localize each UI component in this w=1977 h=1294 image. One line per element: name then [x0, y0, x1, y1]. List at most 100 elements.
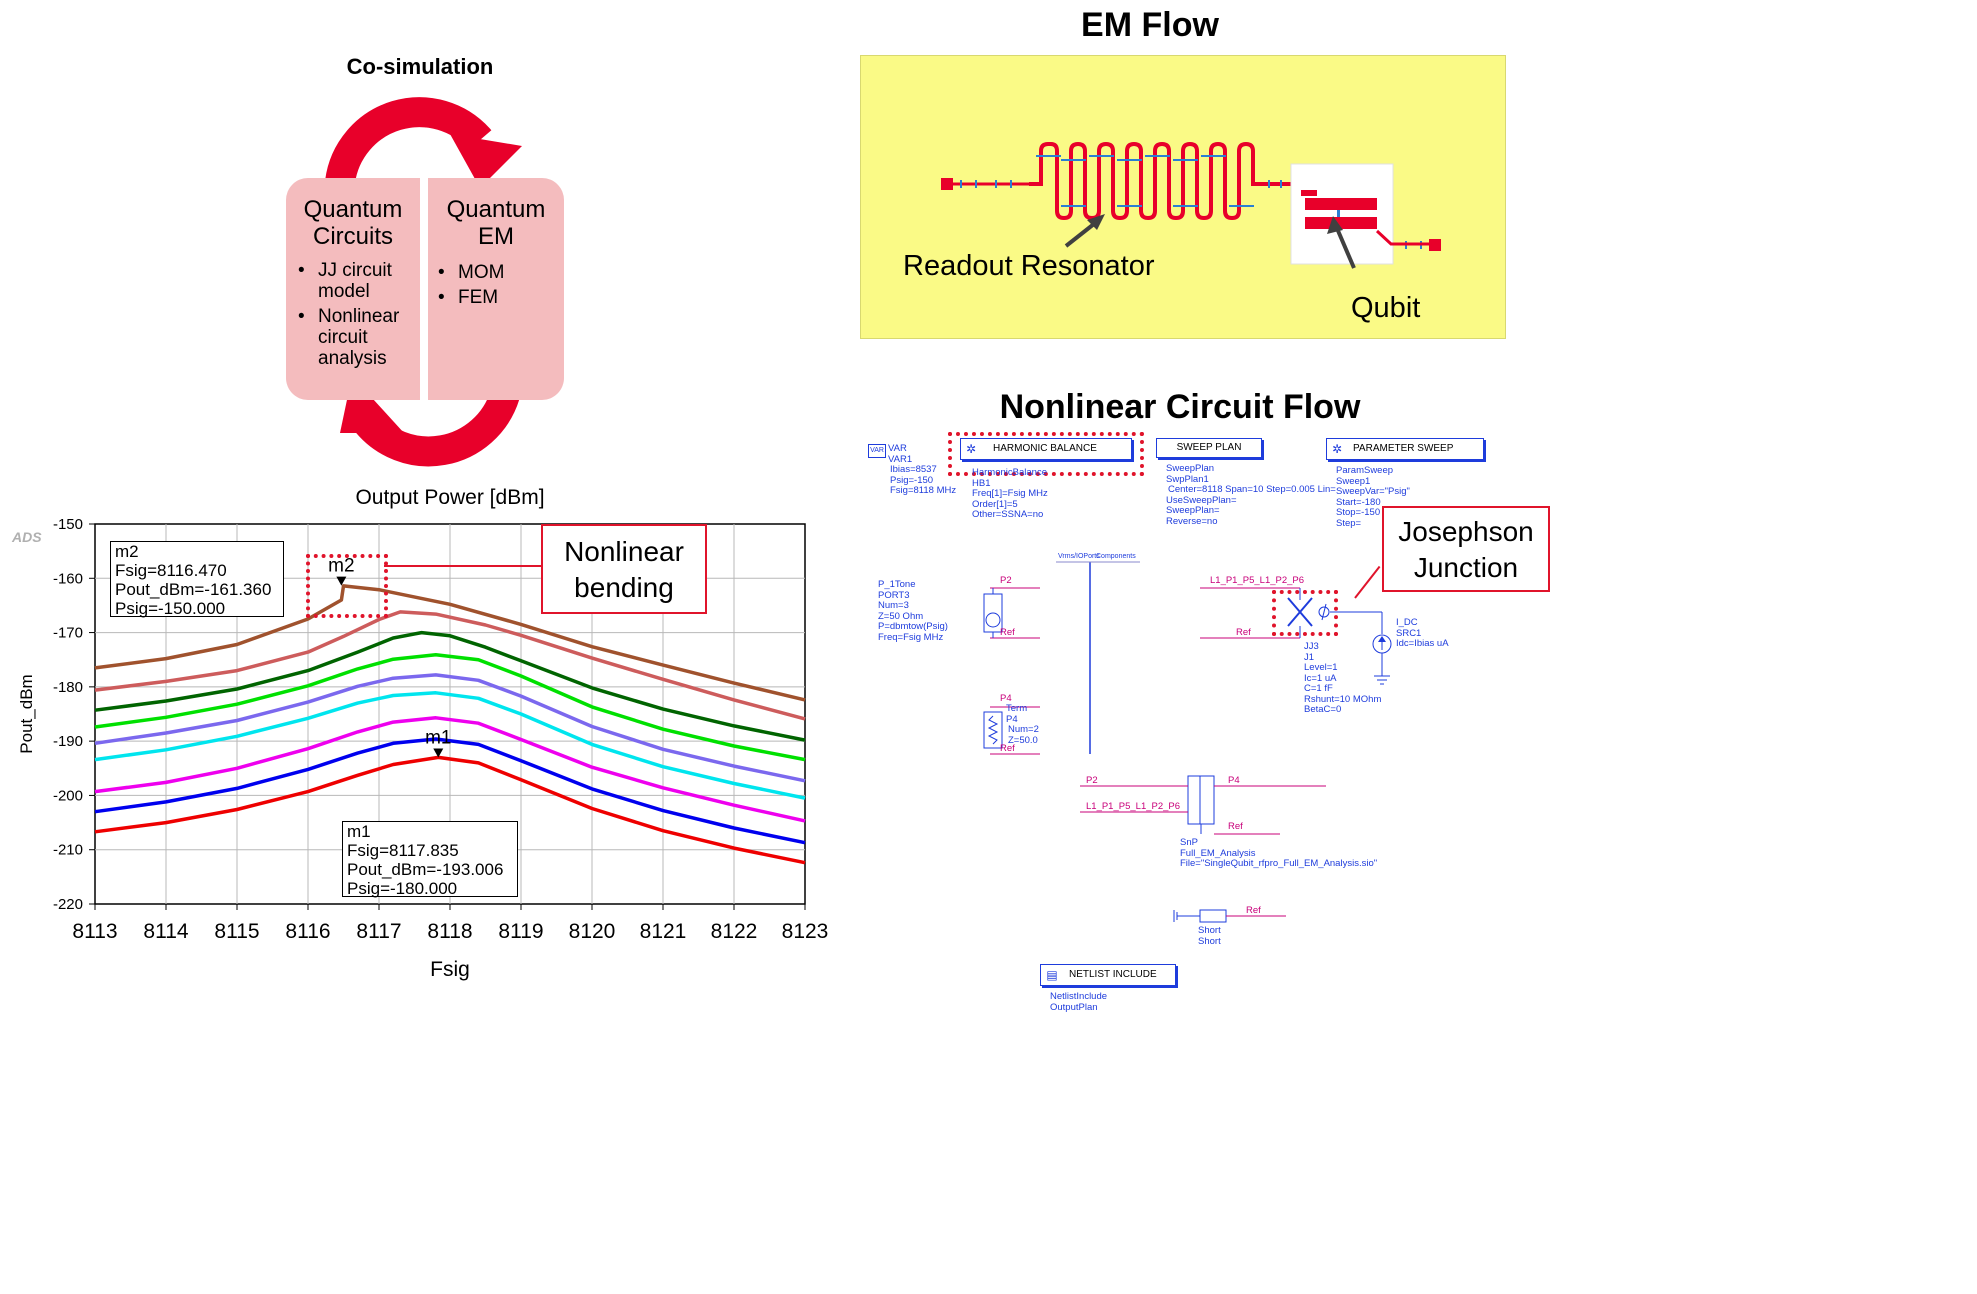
quantum-em-box — [428, 178, 564, 400]
snp-params: SnP Full_EM_Analysis File="SingleQubit_r… — [1180, 837, 1378, 870]
param-line: PORT3 — [878, 589, 910, 601]
bullet-text: Nonlinear — [318, 306, 400, 327]
readout-line: Fsig=8116.470 — [115, 561, 227, 580]
y-tick-label: -190 — [53, 733, 83, 750]
param-line: NetlistInclude — [1050, 991, 1108, 1002]
quantum-circuits-title-line1: Quantum — [303, 196, 403, 223]
param-line: ParamSweep — [1336, 465, 1394, 476]
param-line: Freq=Fsig MHz — [878, 631, 944, 643]
p4-label: P4 — [1000, 693, 1012, 704]
param-line: Ibias=8537 — [890, 464, 937, 475]
param-line: VAR — [888, 443, 907, 454]
sweep-plan-header[interactable]: SWEEP PLAN — [1156, 438, 1262, 458]
param-line: SnP — [1180, 837, 1198, 848]
short-params: Short Short — [1198, 925, 1221, 947]
param-line: Z=50 Ohm — [878, 610, 924, 622]
param-line: Step= — [1336, 517, 1362, 529]
param-line: Rshunt=10 MOhm — [1304, 693, 1382, 705]
x-tick-label: 8122 — [711, 920, 758, 943]
param-line: Full_EM_Analysis — [1180, 847, 1256, 859]
em-flow-panel: Readout Resonator Qubit — [860, 55, 1506, 339]
ref-label: Ref — [1000, 627, 1015, 638]
sweep-params: SweepPlan SwpPlan1 Center=8118 Span=10 S… — [1166, 463, 1336, 527]
param-line: Idc=Ibias uA — [1396, 638, 1449, 649]
quantum-em-bullets: •MOM •FEM — [438, 260, 504, 310]
param-line: J1 — [1304, 651, 1315, 663]
series-line-6 — [94, 691, 806, 800]
quantum-circuits-box — [286, 178, 420, 400]
series-line-7 — [94, 716, 806, 823]
marker-m1-triangle — [433, 748, 444, 758]
em-layout — [941, 141, 1441, 269]
quantum-em-title-line1: Quantum — [446, 196, 546, 223]
series-line-5 — [94, 673, 806, 783]
series-line-3 — [94, 630, 806, 742]
param-line: Reverse=no — [1166, 515, 1218, 527]
nonlinear-bending-callout: Nonlinear bending — [541, 524, 707, 614]
marker-m1-readout: m1 Fsig=8117.835 Pout_dBm=-193.006 Psig=… — [342, 821, 518, 898]
marker-m2-triangle — [336, 576, 347, 586]
param-line: Other=SSNA=no — [972, 509, 1044, 520]
param-header-label: PARAMETER SWEEP — [1353, 442, 1454, 454]
param-line: SRC1 — [1396, 627, 1422, 639]
readout-line: Fsig=8117.835 — [347, 841, 459, 860]
param-line: JJ3 — [1304, 641, 1319, 652]
term-params: Term P4 Num=2 Z=50.0 — [1006, 703, 1039, 746]
param-line: Stop=-150 — [1336, 507, 1381, 518]
netlist-include-header[interactable]: ▤ NETLIST INCLUDE — [1040, 964, 1176, 986]
bullet-text: FEM — [458, 287, 499, 308]
em-flow-title: EM Flow — [1081, 6, 1219, 44]
x-tick-label: 8119 — [498, 920, 543, 943]
x-tick-label: 8113 — [72, 920, 117, 943]
harmonic-balance-header[interactable]: ✲ HARMONIC BALANCE — [960, 438, 1132, 460]
y-tick-label: -210 — [53, 842, 83, 859]
var-icon: VAR — [868, 444, 886, 458]
param-line: Short — [1198, 925, 1221, 936]
y-tick-label: -180 — [53, 679, 83, 696]
snp-p2-label: P2 — [1086, 775, 1098, 786]
param-line: HarmonicBalance — [972, 467, 1047, 478]
parameter-sweep-header[interactable]: ✲ PARAMETER SWEEP — [1326, 438, 1484, 460]
bullet-text: JJ circuit — [318, 260, 392, 281]
param-line: HB1 — [972, 477, 991, 489]
snp-p4-label: P4 — [1228, 775, 1240, 786]
var-params: VAR VAR1 Ibias=8537 Psig=-150 Fsig=8118 … — [888, 443, 956, 497]
quantum-circuits-title: Quantum Circuits — [286, 196, 420, 250]
snp-net-label: L1_P1_P5_L1_P2_P6 — [1086, 801, 1181, 812]
x-tick-label: 8120 — [569, 920, 616, 943]
y-axis-label: Pout_dBm — [17, 674, 36, 753]
marker-m2-label: m2 — [328, 556, 354, 577]
nonlinear-flow-title: Nonlinear Circuit Flow — [999, 388, 1361, 426]
cosim-arrows — [325, 97, 522, 467]
param-line: Sweep1 — [1336, 475, 1371, 487]
jj-net-label: L1_P1_P5_L1_P2_P6 — [1210, 575, 1305, 586]
param-line: SweepPlan= — [1166, 505, 1220, 516]
readout-resonator-meander — [1029, 141, 1291, 221]
x-tick-label: 8121 — [640, 920, 687, 943]
josephson-junction-callout: Josephson Junction — [1382, 506, 1550, 592]
y-tick-label: -160 — [53, 570, 83, 587]
m2-highlight-box — [306, 554, 388, 618]
x-tick-label: 8114 — [143, 920, 188, 943]
hb-params: HarmonicBalance HB1 Freq[1]=Fsig MHz Ord… — [972, 467, 1048, 521]
param-line: Num=2 — [1008, 724, 1039, 735]
sweep-header-label: SWEEP PLAN — [1176, 442, 1242, 453]
cosim-title: Co-simulation — [346, 54, 494, 79]
param-line: Ic=1 uA — [1304, 672, 1337, 684]
netlist-icon: ▤ — [1046, 967, 1058, 982]
callout-line2: Junction — [1413, 552, 1519, 583]
quantum-em-title: Quantum EM — [428, 196, 564, 250]
netlist-params: NetlistInclude OutputPlan — [1050, 991, 1108, 1013]
param-line: File="SingleQubit_rfpro_Full_EM_Analysis… — [1180, 858, 1378, 869]
y-tick-labels: -150-160-170-180-190-200-210-220 — [53, 516, 83, 913]
x-axis-label: Fsig — [430, 958, 470, 981]
param-line: SwpPlan1 — [1166, 473, 1209, 485]
param-line: OutputPlan — [1050, 1001, 1098, 1013]
quantum-em-title-line2: EM — [478, 223, 514, 250]
param-line: Level=1 — [1304, 662, 1338, 673]
em-port-ticks — [960, 155, 1422, 249]
port-params: P_1Tone PORT3 Num=3 Z=50 Ohm P=dbmtow(Ps… — [878, 579, 948, 643]
x-tick-label: 8115 — [214, 920, 259, 943]
